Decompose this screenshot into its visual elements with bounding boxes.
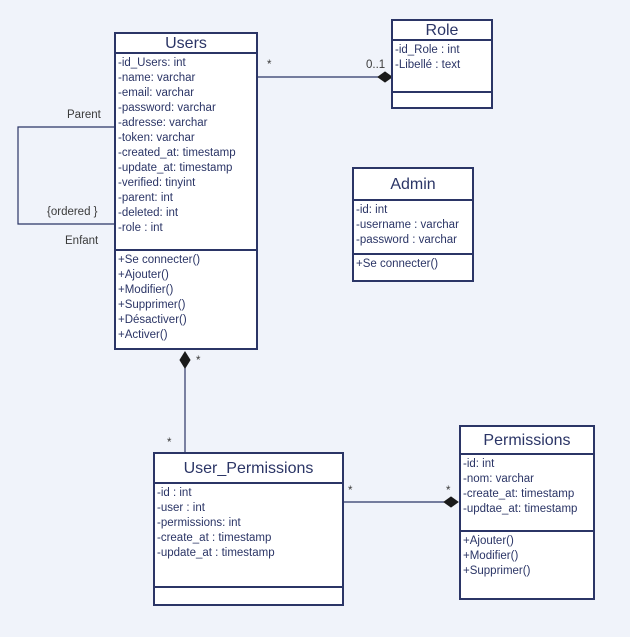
users-role-multiplicity-role: 0..1	[366, 59, 386, 71]
users-attribute-row: -password: varchar	[118, 102, 216, 114]
role-class-name: Role	[393, 21, 491, 41]
users-role-multiplicity-users: *	[267, 59, 272, 71]
userpermissions-permissions-multiplicity-right: *	[446, 485, 451, 497]
users-userpermissions-multiplicity-top: *	[196, 355, 201, 367]
users-attribute-row: -update_at: timestamp	[118, 162, 233, 174]
self-association-parent-label: Parent	[67, 109, 101, 121]
user-permissions-attributes: -id : int -user : int -permissions: int -cr…	[155, 484, 342, 588]
admin-attributes: -id: int -username : varchar -password : v…	[354, 201, 472, 255]
role-attribute-row: -Libellé : text	[395, 59, 461, 71]
users-self-association	[17, 126, 114, 225]
users-methods: +Se connecter() +Ajouter() +Modifier() +Sup…	[116, 251, 256, 348]
users-class-name: Users	[116, 34, 256, 54]
permissions-attributes: -id: int -nom: varchar -create_at: timesta…	[461, 455, 593, 532]
self-association-enfant-label: Enfant	[65, 235, 99, 247]
admin-attribute-row: -username : varchar	[356, 219, 459, 231]
user-permissions-attribute-row: -update_at : timestamp	[157, 547, 275, 559]
userpermissions-permissions-multiplicity-left: *	[348, 485, 353, 497]
admin-method-row: +Se connecter()	[356, 258, 439, 270]
permissions-class-name: Permissions	[461, 427, 593, 455]
permissions-attribute-row: -id: int	[463, 458, 495, 470]
users-attribute-row: -name: varchar	[118, 72, 196, 84]
role-methods	[393, 93, 491, 107]
permissions-attribute-row: -nom: varchar	[463, 473, 534, 485]
users-method-row: +Supprimer()	[118, 299, 186, 311]
users-attribute-row: -verified: tinyint	[118, 177, 196, 189]
users-attribute-row: -adresse: varchar	[118, 117, 208, 129]
users-attribute-row: -email: varchar	[118, 87, 195, 99]
admin-class-name: Admin	[354, 169, 472, 201]
users-method-row: +Se connecter()	[118, 254, 201, 266]
role-composition-diamond	[377, 71, 393, 83]
role-attribute-row: -id_Role : int	[395, 44, 460, 56]
users-userpermissions-multiplicity-bottom: *	[167, 437, 172, 449]
permissions-method-row: +Supprimer()	[463, 565, 531, 577]
permissions-method-row: +Ajouter()	[463, 535, 514, 547]
role-attributes: -id_Role : int -Libellé : text	[393, 41, 491, 93]
users-method-row: +Désactiver()	[118, 314, 187, 326]
admin-class[interactable]: Admin -id: int -username : varchar -passwo…	[352, 167, 474, 282]
permissions-attribute-row: -create_at: timestamp	[463, 488, 575, 500]
permissions-attribute-row: -updtae_at: timestamp	[463, 503, 578, 515]
user-permissions-class[interactable]: User_Permissions -id : int -user : int -pe…	[153, 452, 344, 606]
users-method-row: +Ajouter()	[118, 269, 169, 281]
users-attribute-row: -token: varchar	[118, 132, 195, 144]
user-permissions-attribute-row: -id : int	[157, 487, 192, 499]
permissions-class[interactable]: Permissions -id: int -nom: varchar -create…	[459, 425, 595, 600]
users-class[interactable]: Users -id_Users: int -name: varchar -email…	[114, 32, 258, 350]
permissions-composition-diamond	[443, 496, 459, 508]
user-permissions-class-name: User_Permissions	[155, 454, 342, 484]
admin-attribute-row: -id: int	[356, 204, 388, 216]
users-attribute-row: -created_at: timestamp	[118, 147, 236, 159]
admin-methods: +Se connecter()	[354, 255, 472, 280]
user-permissions-attribute-row: -permissions: int	[157, 517, 241, 529]
users-composition-diamond	[179, 351, 191, 369]
self-association-ordered-label: {ordered }	[47, 206, 98, 218]
role-class[interactable]: Role -id_Role : int -Libellé : text	[391, 19, 493, 109]
users-method-row: +Modifier()	[118, 284, 174, 296]
users-attribute-row: -id_Users: int	[118, 57, 186, 69]
users-attribute-row: -parent: int	[118, 192, 173, 204]
user-permissions-attribute-row: -user : int	[157, 502, 205, 514]
users-attributes: -id_Users: int -name: varchar -email: varc…	[116, 54, 256, 251]
users-attribute-row: -deleted: int	[118, 207, 179, 219]
user-permissions-methods	[155, 588, 342, 604]
users-method-row: +Activer()	[118, 329, 168, 341]
admin-attribute-row: -password : varchar	[356, 234, 457, 246]
user-permissions-attribute-row: -create_at : timestamp	[157, 532, 272, 544]
permissions-methods: +Ajouter() +Modifier() +Supprimer()	[461, 532, 593, 598]
permissions-method-row: +Modifier()	[463, 550, 519, 562]
users-attribute-row: -role : int	[118, 222, 163, 234]
